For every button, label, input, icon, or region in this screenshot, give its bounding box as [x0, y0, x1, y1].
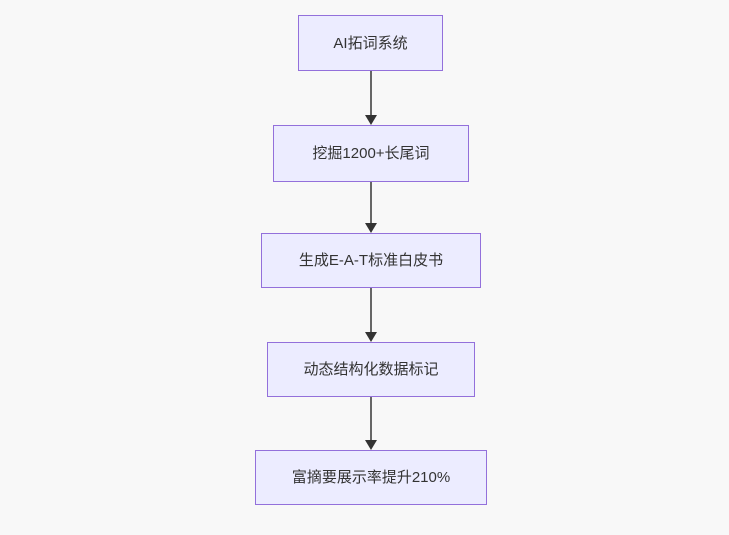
flow-edge-3	[365, 288, 377, 342]
flow-node-generate-eat-whitepaper: 生成E-A-T标准白皮书	[261, 233, 481, 288]
flow-edge-2	[365, 182, 377, 233]
flow-edge-4	[365, 397, 377, 450]
flow-node-dynamic-structured-data-markup: 动态结构化数据标记	[267, 342, 475, 397]
arrowhead-down-icon	[365, 115, 377, 125]
flow-node-ai-word-expansion-system: AI拓词系统	[298, 15, 443, 71]
arrow-line	[370, 288, 372, 334]
flow-edge-1	[365, 71, 377, 125]
flow-node-mine-longtail-keywords: 挖掘1200+长尾词	[273, 125, 469, 182]
arrowhead-down-icon	[365, 440, 377, 450]
arrow-line	[370, 71, 372, 117]
arrow-line	[370, 182, 372, 225]
flow-node-rich-snippet-rate-increase: 富摘要展示率提升210%	[255, 450, 487, 505]
arrowhead-down-icon	[365, 332, 377, 342]
arrowhead-down-icon	[365, 223, 377, 233]
arrow-line	[370, 397, 372, 442]
